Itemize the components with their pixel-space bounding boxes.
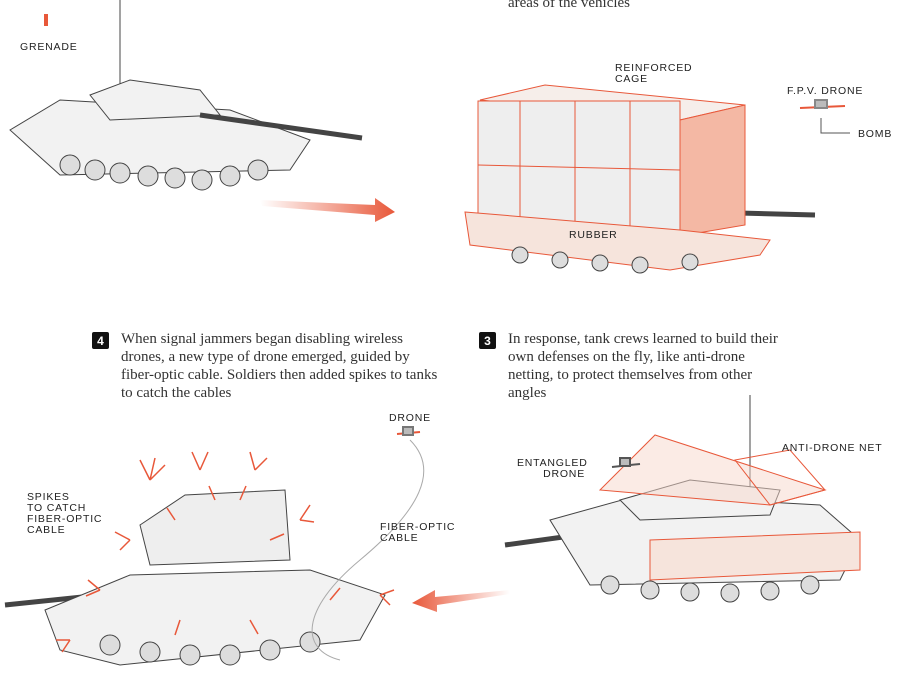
label-bomb: BOMB xyxy=(858,128,893,140)
top-caption-tail: areas of the vehicles xyxy=(508,0,631,11)
label-grenade: GRENADE xyxy=(20,41,78,53)
label-drone: DRONE xyxy=(389,412,431,424)
label-fpv-drone: F.P.V. DRONE xyxy=(787,85,864,97)
tank-illustration-1 xyxy=(9,0,363,191)
step-number-badge: 4 xyxy=(92,332,109,349)
fiber-optic-cable xyxy=(311,439,425,661)
step-caption: In response, tank crews learned to build… xyxy=(508,331,778,401)
step-caption: When signal jammers began disabling wire… xyxy=(121,331,438,401)
tank-illustration-3 xyxy=(504,395,861,603)
arrow-left xyxy=(412,590,510,612)
label-reinforced-cage: REINFORCED CAGE xyxy=(615,62,693,85)
arrow-right xyxy=(260,198,395,222)
label-rubber: RUBBER xyxy=(569,229,618,241)
spikes xyxy=(56,451,395,653)
cable-drone-icon xyxy=(396,426,421,436)
label-spikes: SPIKES TO CATCH FIBER-OPTIC CABLE xyxy=(27,491,103,536)
step-number-badge: 3 xyxy=(479,332,496,349)
label-anti-drone-net: ANTI-DRONE NET xyxy=(782,442,883,454)
entangled-drone-icon xyxy=(611,457,641,468)
label-entangled-drone: ENTANGLED DRONE xyxy=(517,457,588,480)
grenade-icon xyxy=(44,14,48,26)
bomb-leader-line xyxy=(820,118,850,134)
label-fiber-optic-cable: FIBER-OPTIC CABLE xyxy=(380,521,456,544)
tank-illustration-4 xyxy=(4,489,386,666)
fpv-drone-icon xyxy=(799,99,846,109)
tank-illustration-2 xyxy=(464,84,816,274)
